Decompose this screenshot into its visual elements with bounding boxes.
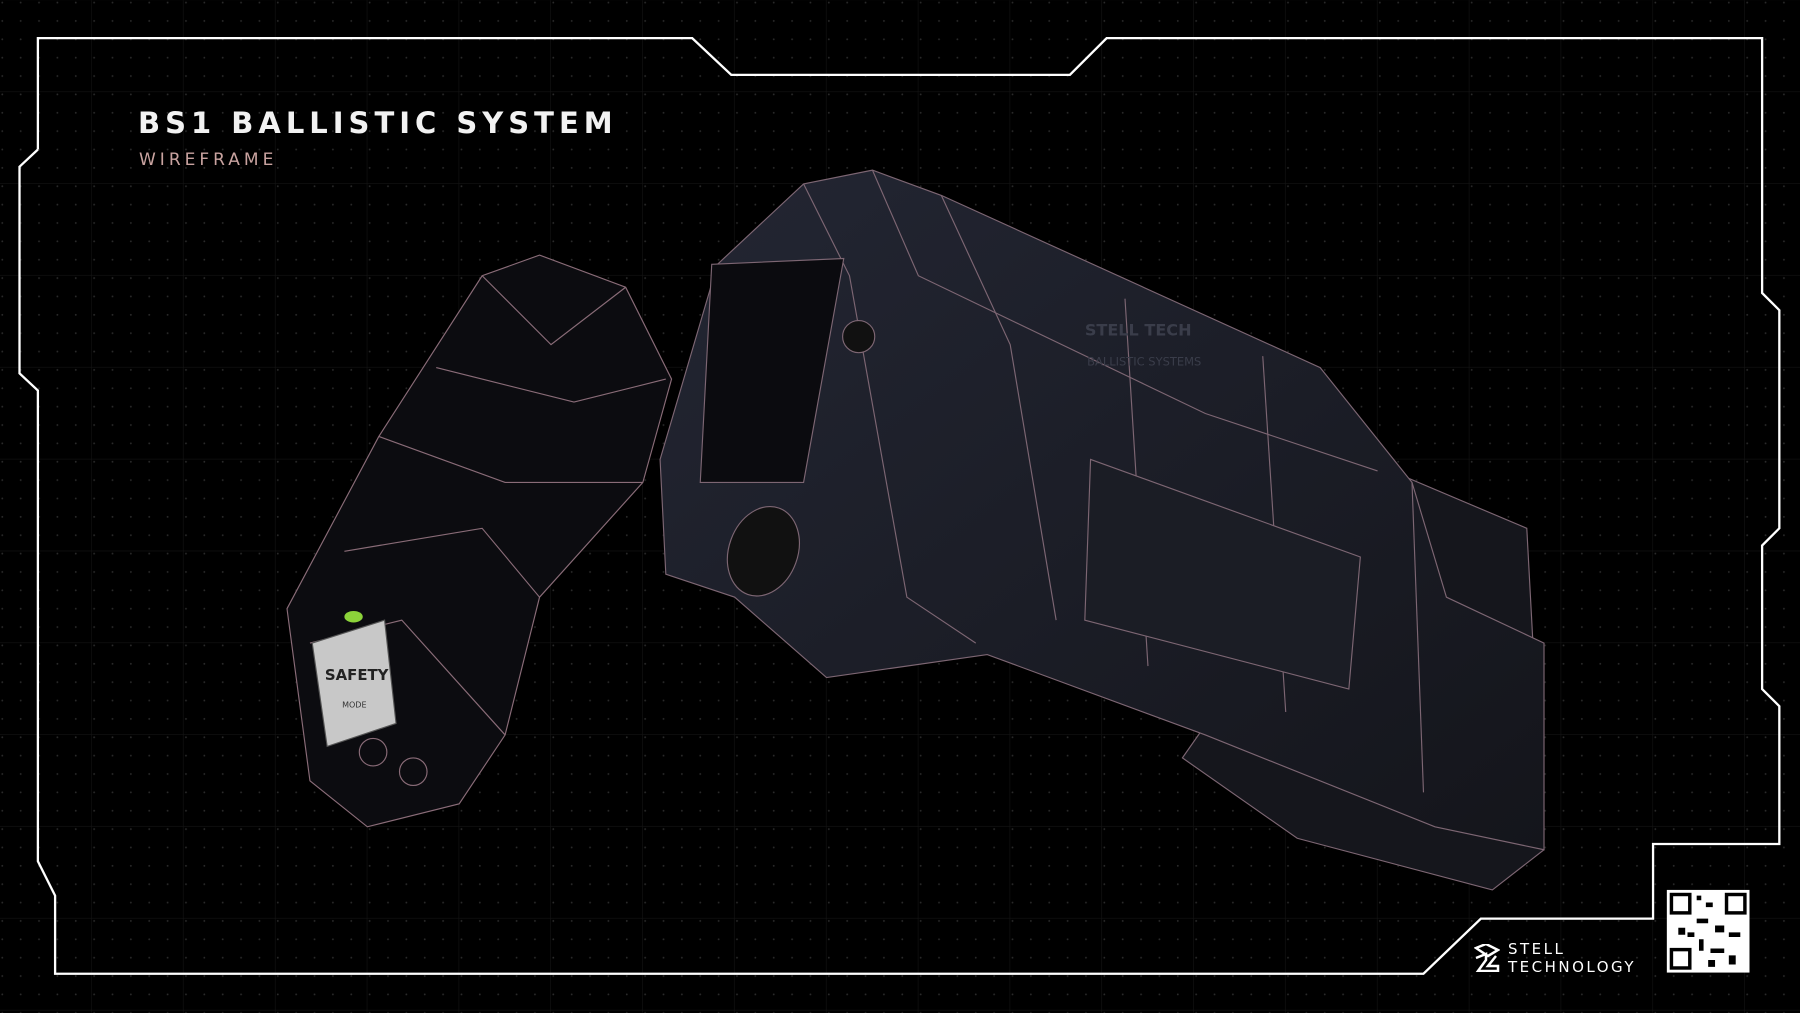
hud-frame — [18, 36, 1781, 975]
body-brand-line1: STELL TECH — [1085, 320, 1192, 339]
brand-line2: TECHNOLOGY — [1508, 958, 1637, 976]
left-module-wireframe — [286, 254, 673, 828]
barrel-port — [726, 505, 800, 597]
qr-code-icon — [1666, 889, 1750, 973]
front-grille — [699, 257, 845, 483]
page-title: BS1 BALLISTIC SYSTEM — [138, 106, 618, 140]
safety-label: SAFETY — [325, 666, 389, 684]
indicator-light — [344, 610, 363, 623]
brand-name: STELL TECHNOLOGY — [1508, 940, 1636, 976]
safety-panel — [311, 619, 397, 748]
access-panel — [1084, 458, 1361, 690]
brand-line1: STELL — [1508, 940, 1566, 958]
body-brand-line2: BALLISTIC SYSTEMS — [1087, 354, 1201, 368]
page-subtitle: WIREFRAME — [139, 150, 278, 170]
stell-logo-icon — [1474, 944, 1500, 972]
main-body-wireframe — [659, 169, 1545, 891]
safety-mode-label: MODE — [342, 700, 366, 709]
